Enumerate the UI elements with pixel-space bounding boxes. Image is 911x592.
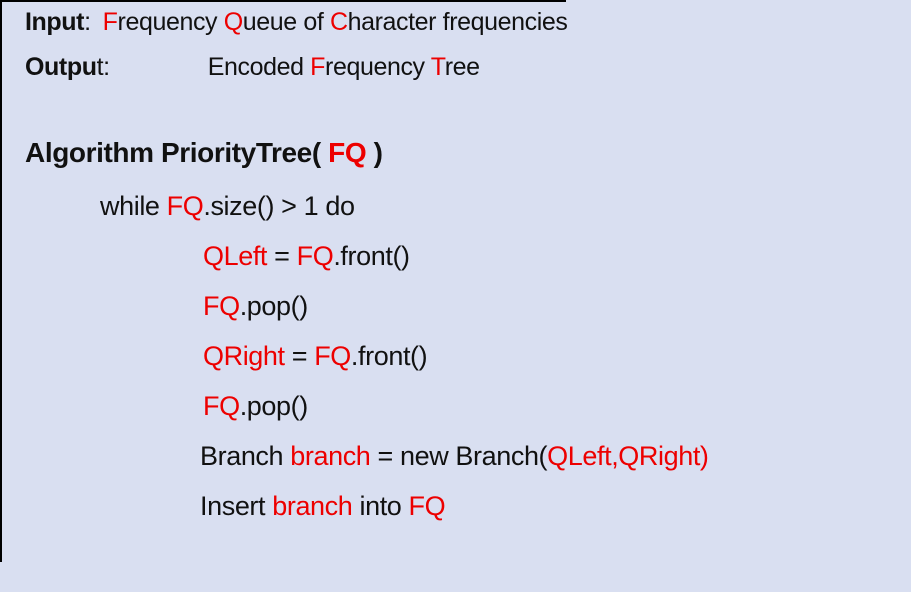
code-token-red: QLeft: [203, 241, 268, 271]
code-token-red: FQ: [203, 291, 240, 321]
code-token-red: QRight: [203, 341, 285, 371]
code-token-red: FQ: [166, 191, 204, 221]
code-token: Branch: [200, 441, 291, 471]
code-token-red: F: [102, 8, 118, 36]
code-token: .size() > 1 do: [203, 191, 355, 221]
code-token: Outpu: [25, 53, 97, 81]
qright-line: QRight = FQ.front(): [203, 341, 428, 372]
code-token-red: C: [329, 8, 348, 36]
code-token: .front(): [333, 241, 410, 271]
code-token: ueue of: [242, 8, 330, 36]
top-border-line: [0, 0, 566, 2]
code-token: Input: [25, 8, 85, 36]
output-line: Output: Encoded Frequency Tree: [25, 53, 480, 82]
code-token-red: branch: [290, 441, 371, 471]
pop1-line: FQ.pop(): [203, 291, 308, 322]
code-token: = new Branch(: [370, 441, 548, 471]
code-token: =: [267, 241, 297, 271]
code-token: while: [100, 191, 167, 221]
code-token: Encoded: [207, 53, 311, 81]
pop2-line: FQ.pop(): [203, 391, 308, 422]
code-token: .pop(): [239, 291, 309, 321]
code-token: =: [284, 341, 315, 371]
code-token: ree: [444, 53, 480, 81]
code-token-red: FQ: [408, 491, 446, 521]
code-token-red: FQ: [328, 137, 367, 168]
code-token: requency: [117, 8, 224, 36]
input-line: Input: Frequency Queue of Character frequ…: [25, 8, 568, 37]
while-line: while FQ.size() > 1 do: [100, 191, 355, 222]
code-token-red: QLeft,QRight): [547, 441, 709, 471]
qleft-line: QLeft = FQ.front(): [203, 241, 410, 272]
code-token: .pop(): [239, 391, 309, 421]
code-token: into: [352, 491, 409, 521]
code-token: .front(): [350, 341, 428, 371]
code-token-red: F: [310, 53, 326, 81]
code-token: :: [84, 8, 91, 36]
code-token-red: T: [430, 53, 445, 81]
code-token: ): [366, 137, 383, 168]
code-token-red: FQ: [296, 241, 334, 271]
code-token-red: FQ: [314, 341, 351, 371]
code-token-red: Q: [223, 8, 243, 36]
algorithm-header: Algorithm PriorityTree( FQ ): [25, 137, 383, 169]
left-border-line: [0, 0, 2, 562]
branch-line: Branch branch = new Branch(QLeft,QRight): [200, 441, 709, 472]
insert-line: Insert branch into FQ: [200, 491, 446, 522]
code-token: Algorithm PriorityTree(: [25, 137, 329, 168]
code-token-red: FQ: [203, 391, 240, 421]
code-token-red: branch: [272, 491, 353, 521]
code-token: t:: [96, 53, 110, 81]
code-token: requency: [325, 53, 431, 81]
code-token: Insert: [200, 491, 273, 521]
code-token: haracter frequencies: [347, 8, 568, 36]
